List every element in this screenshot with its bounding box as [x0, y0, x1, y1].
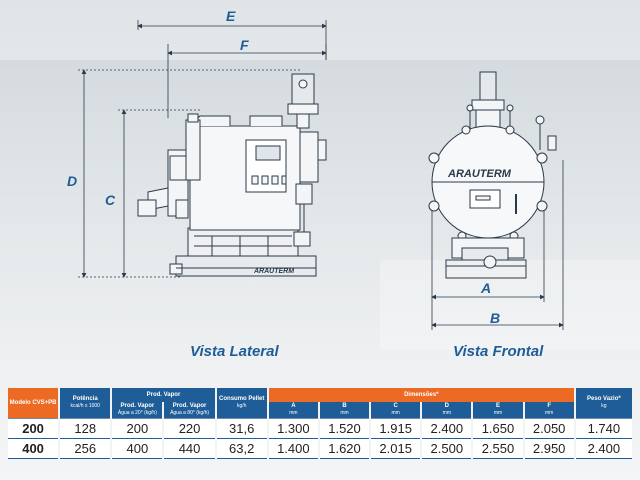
cell-prod-vapor-20: 200: [112, 418, 163, 438]
cell-dim-f: 2.950: [524, 438, 574, 459]
dim-label-e: E: [226, 8, 236, 24]
cell-dim-c: 2.015: [371, 438, 421, 459]
cell-peso: 2.400: [575, 438, 632, 459]
cell-dim-e: 2.550: [473, 438, 523, 459]
cell-dim-b: 1.620: [319, 438, 370, 459]
cell-dim-d: 2.400: [422, 418, 472, 438]
boiler-frontal-view: [428, 71, 557, 279]
cell-consumo: 63,2: [216, 438, 267, 459]
dimension-lines-lateral: [78, 20, 327, 278]
front-brand-label: ARAUTERM: [447, 168, 512, 180]
view-label-lateral: Vista Lateral: [190, 343, 279, 360]
header-modelo: Modelo CVS+PB: [8, 388, 59, 418]
cell-prod-vapor-20: 400: [112, 438, 163, 459]
cell-peso: 1.740: [575, 418, 632, 438]
dim-label-b: B: [490, 310, 500, 326]
boiler-lateral-view: [137, 73, 327, 277]
cell-consumo: 31,6: [216, 418, 267, 438]
cell-dim-c: 1.915: [371, 418, 421, 438]
cell-prod-vapor-80: 440: [164, 438, 215, 459]
dim-label-d: D: [67, 173, 77, 189]
cell-dim-a: 1.300: [268, 418, 318, 438]
cell-potencia: 256: [60, 438, 111, 459]
lateral-brand-label: ARAUTERM: [253, 268, 294, 275]
cell-dim-b: 1.520: [319, 418, 370, 438]
cell-dim-e: 1.650: [473, 418, 523, 438]
cell-potencia: 128: [60, 418, 111, 438]
header-prod-vapor-group: Prod. Vapor: [112, 388, 215, 402]
header-peso: Peso Vazio*kg: [575, 388, 632, 418]
cell-dim-a: 1.400: [268, 438, 318, 459]
cell-modelo: 400: [8, 438, 59, 459]
table-row: 200 128 200 220 31,6 1.300 1.520 1.915 2…: [8, 418, 632, 438]
dim-label-c: C: [105, 192, 116, 208]
dim-label-f: F: [240, 37, 249, 53]
header-dimensoes-group: Dimensões*: [268, 388, 574, 402]
view-label-frontal: Vista Frontal: [453, 343, 544, 360]
dimension-lines-frontal: [431, 160, 564, 330]
table-row: 400 256 400 440 63,2 1.400 1.620 2.015 2…: [8, 438, 632, 459]
technical-drawings: E F D C: [67, 8, 564, 330]
cell-modelo: 200: [8, 418, 59, 438]
dim-label-a: A: [480, 280, 491, 296]
cell-dim-f: 2.050: [524, 418, 574, 438]
cell-prod-vapor-80: 220: [164, 418, 215, 438]
cell-dim-d: 2.500: [422, 438, 472, 459]
